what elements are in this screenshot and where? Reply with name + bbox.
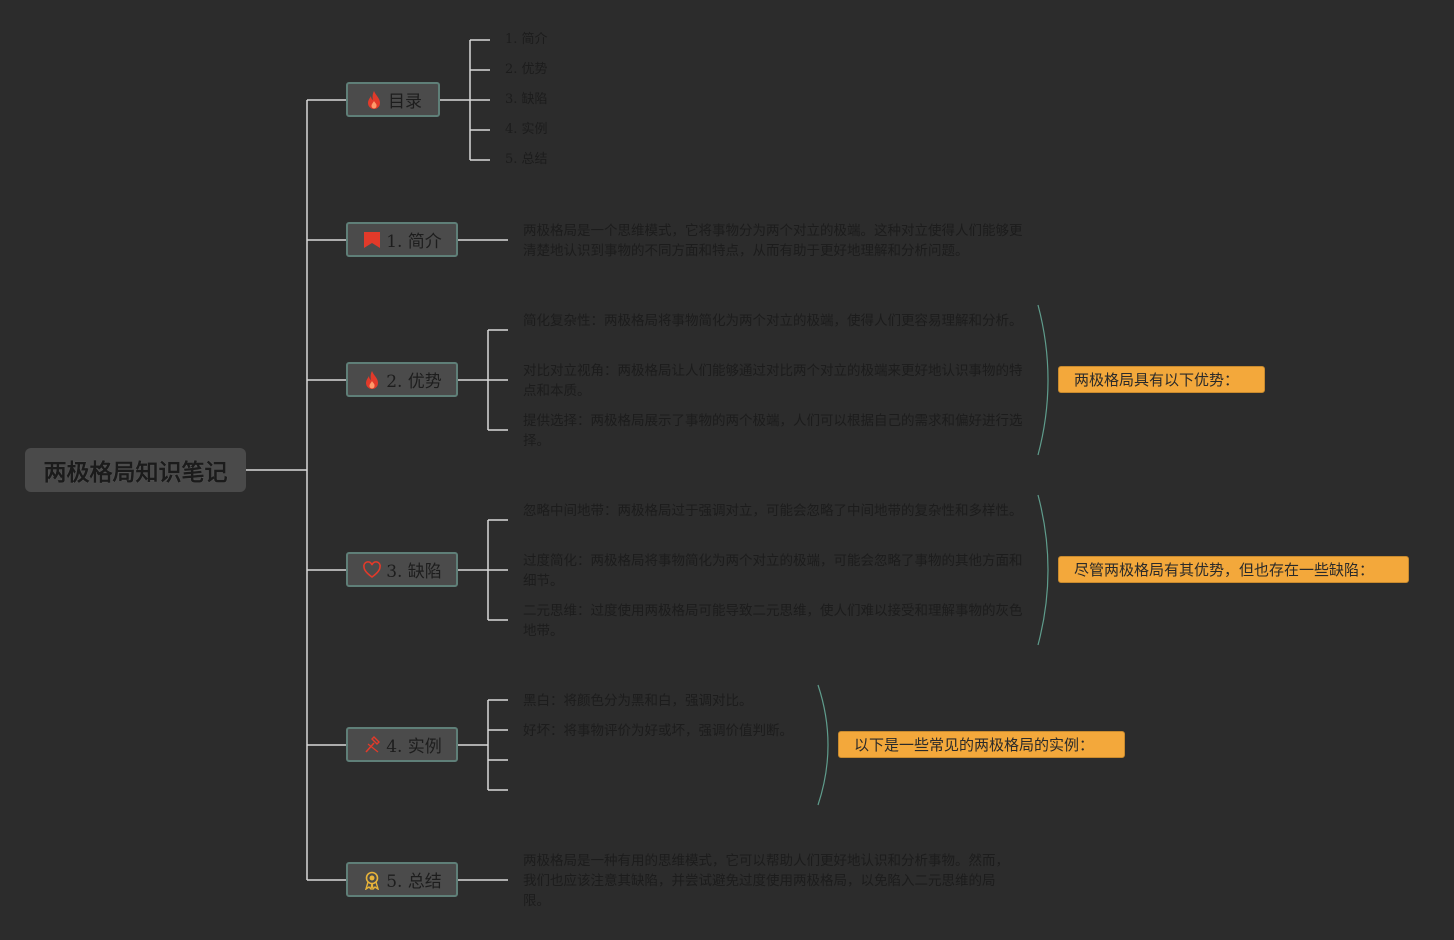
- defects-summary-text: 尽管两极格局有其优势，但也存在一些缺陷：: [1074, 561, 1375, 579]
- branch-toc-label: 目录: [388, 92, 422, 112]
- toc-item[interactable]: 4. 实例: [505, 122, 548, 137]
- defect-item: 二元思维：过度使用两极格局可能导致二元思维，使人们难以接受和理解事物的灰色地带。: [523, 603, 1023, 639]
- examples-brace: [817, 684, 829, 806]
- fire-icon: [364, 90, 384, 110]
- branch-conclusion[interactable]: 5. 总结: [346, 862, 458, 897]
- toc-item[interactable]: 3. 缺陷: [505, 92, 548, 107]
- toc-item[interactable]: 2. 优势: [505, 62, 548, 77]
- defect-item: 过度简化：两极格局将事物简化为两个对立的极端，可能会忽略了事物的其他方面和细节。: [523, 553, 1023, 589]
- hammer-icon: [362, 735, 382, 755]
- branch-intro[interactable]: 1. 简介: [346, 222, 458, 257]
- root-title: 两极格局知识笔记: [43, 460, 228, 486]
- examples-summary[interactable]: 以下是一些常见的两极格局的实例：: [838, 731, 1125, 758]
- example-item: 好坏：将事物评价为好或坏，强调价值判断。: [523, 723, 793, 739]
- branch-defects-label: 3. 缺陷: [386, 562, 442, 582]
- conclusion-text: 两极格局是一种有用的思维模式，它可以帮助人们更好地认识和分析事物。然而，我们也应…: [523, 853, 1009, 909]
- advantages-summary[interactable]: 两极格局具有以下优势：: [1058, 366, 1265, 393]
- toc-item[interactable]: 5. 总结: [505, 152, 548, 167]
- heart-icon: [362, 560, 382, 580]
- intro-text: 两极格局是一个思维模式，它将事物分为两个对立的极端。这种对立使得人们能够更清楚地…: [523, 223, 1023, 259]
- branch-examples-label: 4. 实例: [386, 737, 442, 757]
- advantage-item: 对比对立视角：两极格局让人们能够通过对比两个对立的极端来更好地认识事物的特点和本…: [523, 363, 1023, 399]
- branch-advantages[interactable]: 2. 优势: [346, 362, 458, 397]
- branch-advantages-label: 2. 优势: [386, 372, 442, 392]
- toc-item[interactable]: 1. 简介: [505, 32, 548, 47]
- advantage-item: 提供选择：两极格局展示了事物的两个极端，人们可以根据自己的需求和偏好进行选择。: [523, 413, 1023, 449]
- branch-conclusion-label: 5. 总结: [386, 872, 442, 892]
- advantage-item: 简化复杂性：两极格局将事物简化为两个对立的极端，使得人们更容易理解和分析。: [523, 313, 1023, 329]
- advantages-brace: [1037, 304, 1049, 456]
- advantages-summary-text: 两极格局具有以下优势：: [1074, 371, 1240, 389]
- flag-icon: [362, 230, 382, 250]
- example-item: 黑白：将颜色分为黑和白，强调对比。: [523, 693, 753, 709]
- root-node[interactable]: 两极格局知识笔记: [25, 448, 246, 492]
- defects-summary[interactable]: 尽管两极格局有其优势，但也存在一些缺陷：: [1058, 556, 1409, 583]
- award-icon: [362, 870, 382, 890]
- branch-toc[interactable]: 目录: [346, 82, 440, 117]
- branch-examples[interactable]: 4. 实例: [346, 727, 458, 762]
- examples-summary-text: 以下是一些常见的两极格局的实例：: [854, 736, 1095, 754]
- defects-brace: [1037, 494, 1049, 646]
- branch-defects[interactable]: 3. 缺陷: [346, 552, 458, 587]
- defect-item: 忽略中间地带：两极格局过于强调对立，可能会忽略了中间地带的复杂性和多样性。: [523, 503, 1023, 519]
- branch-intro-label: 1. 简介: [386, 232, 442, 252]
- fire-icon: [362, 370, 382, 390]
